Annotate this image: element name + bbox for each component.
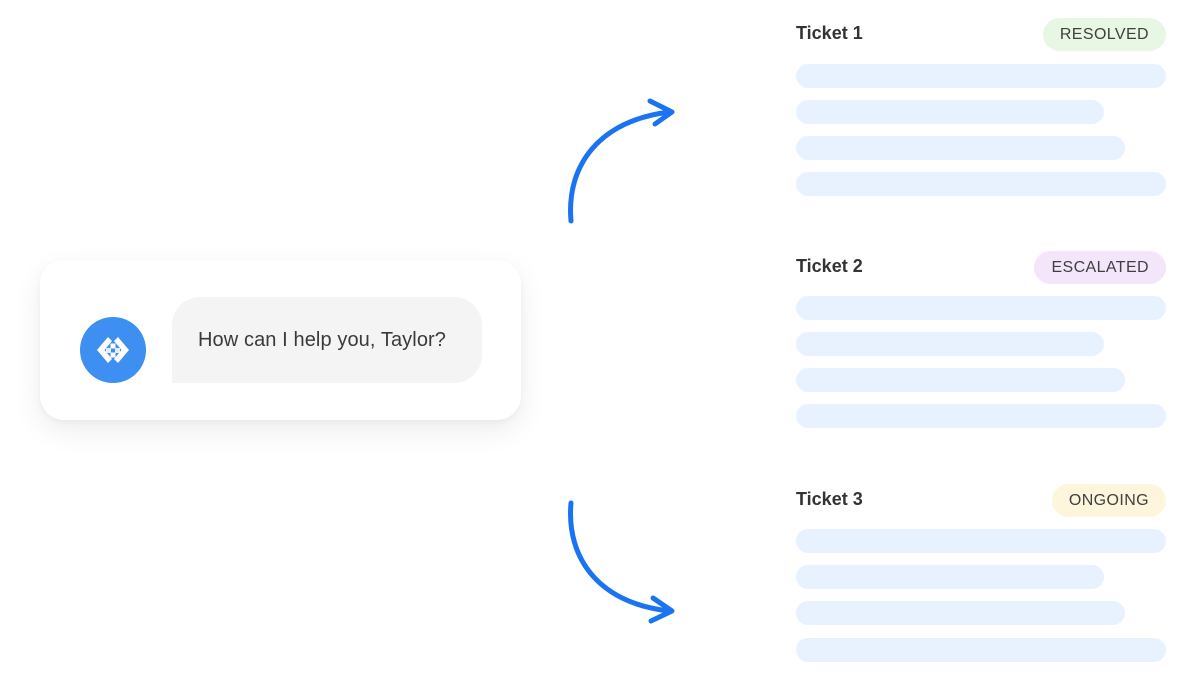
skeleton-line (796, 565, 1104, 589)
ticket-title: Ticket 1 (796, 23, 863, 43)
curved-arrow-down-right-icon (568, 500, 675, 624)
assistant-logo-glyph (97, 337, 129, 363)
curved-arrow-up-right-icon (568, 98, 675, 224)
status-badge-escalated: ESCALATED (1034, 251, 1166, 284)
ticket-card: Ticket 3 ONGOING (796, 484, 1166, 662)
skeleton-line (796, 100, 1104, 124)
ticket-card: Ticket 2 ESCALATED (796, 251, 1166, 428)
ticket-title: Ticket 3 (796, 489, 863, 509)
assistant-logo-icon (80, 317, 146, 383)
chat-card: How can I help you, Taylor? (40, 260, 521, 420)
chat-message-bubble: How can I help you, Taylor? (172, 297, 482, 383)
ticket-card: Ticket 1 RESOLVED (796, 18, 1166, 196)
skeleton-line (796, 172, 1166, 196)
skeleton-line (796, 404, 1166, 428)
skeleton-line (796, 601, 1125, 625)
status-badge-resolved: RESOLVED (1042, 18, 1166, 51)
chat-message-text: How can I help you, Taylor? (198, 328, 447, 351)
ticket-title: Ticket 2 (796, 256, 863, 276)
skeleton-line (796, 368, 1125, 392)
skeleton-line (796, 529, 1166, 553)
skeleton-line (796, 296, 1166, 320)
skeleton-line (796, 64, 1166, 88)
skeleton-line (796, 136, 1125, 160)
status-badge-ongoing: ONGOING (1051, 484, 1166, 517)
ticket-header: Ticket 3 ONGOING (796, 484, 1166, 517)
skeleton-line (796, 332, 1104, 356)
skeleton-line (796, 638, 1166, 662)
ticket-header: Ticket 2 ESCALATED (796, 251, 1166, 284)
ticket-header: Ticket 1 RESOLVED (796, 18, 1166, 51)
